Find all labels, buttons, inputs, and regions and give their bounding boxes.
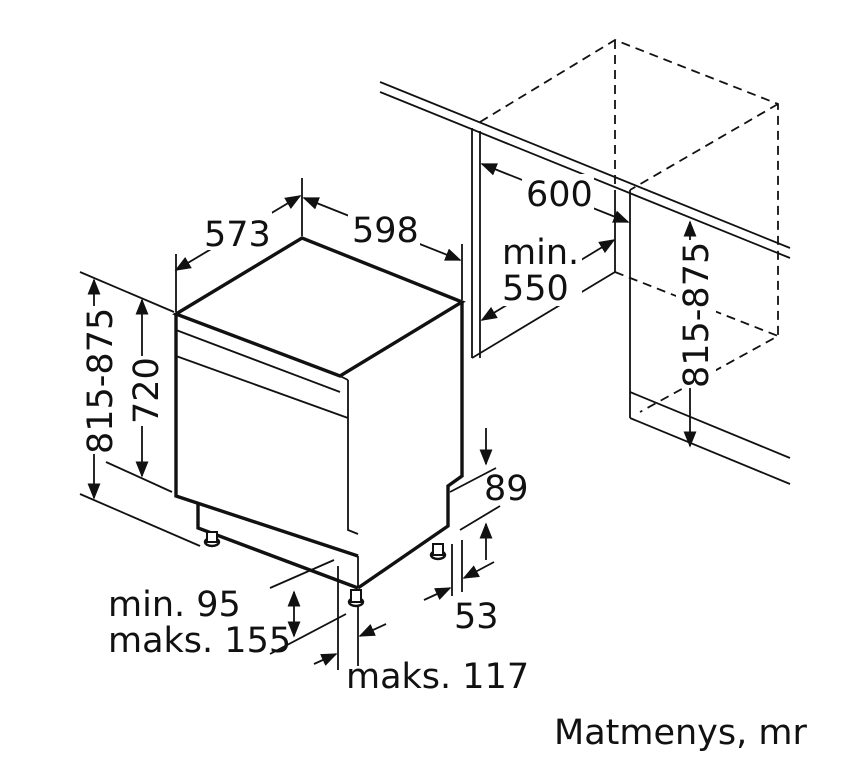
label-depth: 573 xyxy=(204,215,271,255)
dim-117-arrow-right xyxy=(358,623,387,637)
label-overall-height: 815-875 xyxy=(81,308,121,454)
label-bg-600 xyxy=(522,174,594,212)
label-bg-overall-height xyxy=(80,306,120,454)
dim-53-arrow-right xyxy=(462,561,495,579)
ext-89-bottom xyxy=(459,505,501,531)
foot-stem-front-left xyxy=(206,531,218,543)
dishwasher-side-edge xyxy=(357,302,464,590)
foot-stem-front-right xyxy=(350,589,362,603)
label-niche-height: 815-875 xyxy=(677,242,717,388)
label-body-height: 720 xyxy=(127,357,167,424)
label-bg-598 xyxy=(348,208,420,246)
label-bg-550 xyxy=(498,236,582,306)
ext-95-top xyxy=(269,559,335,589)
label-foot-height-line1: min. 95 xyxy=(108,585,241,625)
dishwasher-top-face xyxy=(172,236,466,378)
label-width: 598 xyxy=(352,211,419,251)
control-panel-corner xyxy=(339,375,349,381)
label-niche-depth-line2: 550 xyxy=(502,269,569,309)
ext-720-bottom xyxy=(105,461,173,493)
ext-height-bottom xyxy=(79,493,201,547)
label-plinth-depth: 53 xyxy=(454,597,499,637)
label-niche-width: 600 xyxy=(526,175,593,215)
countertop-top-edge xyxy=(379,81,791,249)
ext-95-bottom xyxy=(269,613,347,655)
dim-53-arrow-left xyxy=(423,587,452,601)
right-cabinet-floor-line-2 xyxy=(629,417,791,485)
label-bg-niche-height xyxy=(676,240,716,388)
control-panel-bottom xyxy=(175,355,349,419)
label-foot-height-line2: maks. 155 xyxy=(108,621,291,661)
dishwasher-front-top-trim xyxy=(175,329,341,393)
dishwasher-front-left xyxy=(174,314,359,558)
label-plinth-height: 89 xyxy=(484,469,529,509)
door-right-edge xyxy=(347,380,359,535)
dishwasher-body xyxy=(172,236,466,608)
plinth-front xyxy=(196,504,359,590)
niche-dashed-top-right xyxy=(629,103,779,191)
label-bg-573 xyxy=(200,212,272,250)
label-foot-depth: maks. 117 xyxy=(346,657,529,697)
caption-units: Matmenys, mr xyxy=(554,713,807,753)
dimension-labels: 573 598 600 min. 550 815-875 815-875 720… xyxy=(80,174,807,753)
foot-stem-back-right xyxy=(432,543,444,556)
installation-niche xyxy=(379,38,791,485)
right-cabinet-floor-line-1 xyxy=(629,391,791,459)
ext-89-top xyxy=(449,467,497,493)
label-bg-720 xyxy=(126,356,164,426)
dim-117-arrow-left xyxy=(313,653,338,666)
label-niche-depth-line1: min. xyxy=(502,233,579,273)
